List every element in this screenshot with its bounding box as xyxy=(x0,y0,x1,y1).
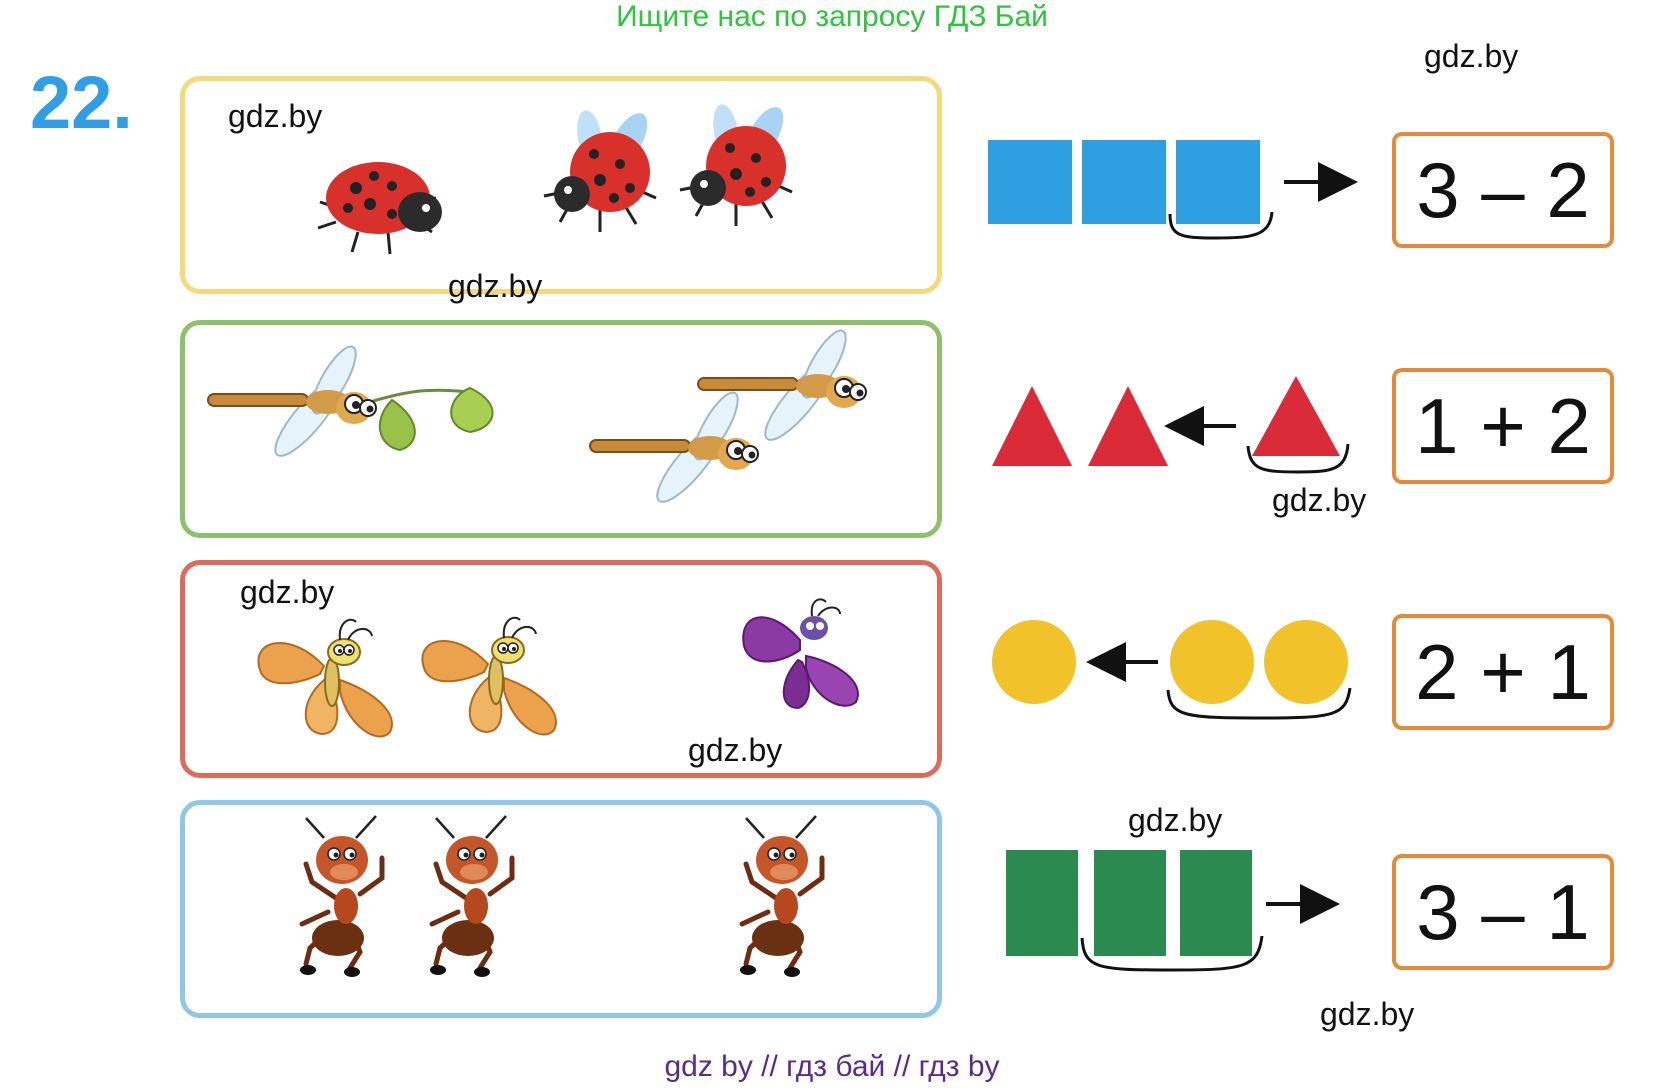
ladybug-flying-2 xyxy=(678,99,794,228)
square-3 xyxy=(1176,140,1260,224)
watermark: gdz.by xyxy=(228,98,323,134)
leaf-2 xyxy=(450,386,494,434)
rect-3 xyxy=(1180,850,1252,956)
equation-box-4: 3 – 1 xyxy=(1392,854,1614,970)
leaf-1 xyxy=(378,398,416,452)
grouping-bracket xyxy=(1246,443,1350,474)
grouping-bracket xyxy=(1166,687,1352,720)
footer-text: gdz by // гдз бай // гдз by xyxy=(664,1050,1000,1083)
dragonfly-1 xyxy=(207,340,377,465)
ant-3 xyxy=(740,816,822,977)
watermark: gdz.by xyxy=(688,732,783,768)
watermark: gdz.by xyxy=(1128,802,1223,838)
dragonfly-3 xyxy=(589,386,759,511)
watermark: gdz.by xyxy=(1272,482,1367,518)
ant-2 xyxy=(430,816,512,977)
butterfly-orange-1 xyxy=(257,618,393,738)
rect-2 xyxy=(1094,850,1166,956)
triangle-2 xyxy=(1088,386,1168,466)
watermark: gdz.by xyxy=(448,268,543,304)
circle-1 xyxy=(992,620,1076,704)
grouping-bracket xyxy=(1080,935,1264,972)
panel-ants xyxy=(180,800,942,1018)
triangle-1 xyxy=(992,386,1072,466)
rect-1 xyxy=(1006,850,1078,956)
squares-diagram xyxy=(988,140,1358,240)
exercise-number: 22. xyxy=(30,61,133,144)
triangle-3 xyxy=(1252,376,1340,456)
header-text: Ищите нас по запросу ГДЗ Бай xyxy=(616,0,1048,33)
square-1 xyxy=(988,140,1072,224)
equation-box-3: 2 + 1 xyxy=(1392,614,1614,730)
watermark: gdz.by xyxy=(1424,38,1519,74)
equation-box-2: 1 + 2 xyxy=(1392,368,1614,484)
butterfly-purple xyxy=(742,598,859,710)
square-2 xyxy=(1082,140,1166,224)
panel-ladybugs xyxy=(180,76,942,294)
circle-2 xyxy=(1170,620,1254,704)
butterfly-orange-2 xyxy=(421,616,557,736)
watermark: gdz.by xyxy=(240,574,335,610)
circles-diagram xyxy=(992,620,1352,720)
ladybug-crawling xyxy=(316,160,444,256)
rectangles-diagram xyxy=(1006,850,1340,972)
equation-box-1: 3 – 2 xyxy=(1392,132,1614,248)
watermark: gdz.by xyxy=(1320,996,1415,1032)
triangles-diagram xyxy=(992,376,1350,474)
circle-3 xyxy=(1264,620,1348,704)
grouping-bracket xyxy=(1168,211,1274,240)
ant-1 xyxy=(300,816,382,977)
ladybug-flying-1 xyxy=(542,105,658,234)
